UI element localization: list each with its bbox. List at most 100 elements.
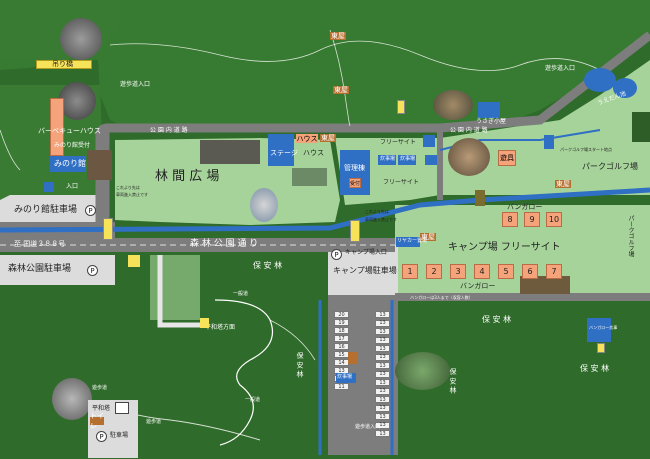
bungalow-6[interactable]: 6 <box>522 264 538 279</box>
monument-photo <box>250 188 278 222</box>
camp-slot-right[interactable]: 13 <box>375 362 390 369</box>
hoanrin-2: 保 安 林 <box>296 352 304 378</box>
azumaya-5: 東屋 <box>420 233 436 241</box>
camp-photo <box>395 352 450 390</box>
shinrin-koen-dori <box>0 238 395 252</box>
bbq-photo <box>58 82 96 120</box>
parking-icon-shinrin: P <box>87 265 98 276</box>
toilet-icon-center <box>423 135 435 147</box>
bungalow-10[interactable]: 10 <box>546 212 562 227</box>
kore-yori-4: 車両進入禁止です <box>365 217 397 222</box>
toilet-icon-camp <box>348 352 357 364</box>
camp-slot-right[interactable]: 13 <box>375 421 390 429</box>
suisha-label: 炊事場 <box>380 156 396 162</box>
gate-marker-right <box>597 343 605 353</box>
camp-slot-right[interactable]: 13 <box>375 336 390 344</box>
minori-kan-bldg <box>50 156 86 172</box>
heiwato-hoho-label: 平和塔方面 <box>205 324 236 331</box>
river <box>0 187 650 233</box>
riyaka-label: リヤカー置場 <box>397 238 428 244</box>
camp-slot-right[interactable]: 13 <box>375 396 390 403</box>
tsuribashi-sign <box>36 60 92 69</box>
heiwato-photo <box>52 378 92 420</box>
minori-parking-label: みのり館駐車場 <box>14 205 78 215</box>
bungalow-5[interactable]: 5 <box>498 264 514 279</box>
bungalow-8[interactable]: 8 <box>502 212 518 227</box>
bungalow-4[interactable]: 4 <box>474 264 490 279</box>
parking-icon-heiwato: P <box>96 431 107 442</box>
suisha-camp-label: 炊事場 <box>337 374 353 380</box>
bungalow-9[interactable]: 9 <box>524 212 540 227</box>
toilet-marker-road <box>128 255 140 267</box>
camp-free-site-label: キャンプ場 フリーサイト <box>448 242 561 253</box>
ichidomichi-2: 一般道 <box>245 397 261 403</box>
camp-slot-right[interactable]: 13 <box>375 319 390 327</box>
bungalow-7[interactable]: 7 <box>546 264 562 279</box>
suisha-label-2: 炊事場 <box>400 156 416 162</box>
playground-photo <box>448 138 490 176</box>
heiwato-icon <box>115 402 129 414</box>
minori-parking-area <box>0 195 100 222</box>
camp-slot-left[interactable]: 18 <box>334 327 349 334</box>
bungalow-3[interactable]: 3 <box>450 264 466 279</box>
yuhodo-1: 遊歩道 <box>92 385 108 391</box>
camp-slot-left[interactable]: 15 <box>334 351 349 358</box>
camp-slot-left[interactable]: 11 <box>334 383 349 390</box>
camp-slot-right[interactable]: 13 <box>375 311 390 318</box>
kanri-to-bldg <box>340 150 370 195</box>
chushajo-label: 駐車場 <box>110 432 129 439</box>
usagi-koya-label: うさぎ小屋 <box>476 118 507 125</box>
yuhodo-iriguchi-right: 遊歩道入口 <box>545 65 576 72</box>
camp-slot-left[interactable]: 17 <box>334 335 349 342</box>
ichidomichi-1: 一般道 <box>233 291 249 297</box>
suisha-box-2 <box>398 155 416 165</box>
camp-slot-right[interactable]: 13 <box>375 370 390 378</box>
camp-slot-left[interactable]: 19 <box>334 319 349 326</box>
suisha-camp-box <box>336 373 356 383</box>
arrow-heiwato <box>200 318 209 328</box>
camp-slot-right[interactable]: 13 <box>375 379 390 386</box>
stage-photo <box>200 140 260 164</box>
bungalow-2[interactable]: 2 <box>426 264 442 279</box>
parking-icon-camp: P <box>331 249 342 260</box>
camp-slot-left[interactable]: 16 <box>334 343 349 350</box>
camp-slot-right[interactable]: 13 <box>375 353 390 361</box>
koen-nai-doro-label-1: 公 園 内 道 路 <box>150 127 188 134</box>
iriguchi-label: 入口 <box>66 183 79 190</box>
camp-slot-right[interactable]: 13 <box>375 404 390 412</box>
kore-yori-3: これより先は <box>365 209 389 214</box>
shinrin-parking-label: 森林公園駐車場 <box>8 264 72 274</box>
bungalow-photo <box>520 276 570 294</box>
yuhodo-iriguchi-top: 遊歩道入口 <box>120 81 151 88</box>
koen-nai-doro-label-2: 公 園 内 道 路 <box>450 127 488 134</box>
uketsuke-box: 受付 <box>349 178 361 188</box>
minori-photo <box>87 150 112 180</box>
riyaka-box <box>396 237 420 247</box>
camp-slot-left[interactable]: 14 <box>334 359 349 366</box>
kanri-to-label: 管理棟 <box>344 164 365 172</box>
bungalow-1[interactable]: 1 <box>402 264 418 279</box>
bungalow-toilet-bldg <box>587 318 611 342</box>
gate-marker-left <box>103 218 113 240</box>
camp-parking-label: キャンプ場駐車場 <box>333 266 397 275</box>
camp-slot-left[interactable]: 20 <box>334 311 349 318</box>
kore-yori-2: 車両進入禁止です <box>116 192 148 197</box>
trail-north <box>109 40 601 72</box>
minori-uketsuke-label: みのり館受付 <box>54 142 91 149</box>
yugu-box: 遊具 <box>498 150 516 166</box>
hoanrin-4: 保 安 林 <box>580 364 610 373</box>
camp-slot-right[interactable]: 13 <box>375 387 390 395</box>
azumaya-2: 東屋 <box>333 86 349 94</box>
yuhodo-2: 遊歩道 <box>146 419 162 425</box>
park-golf-vertical: パークゴルフ場 <box>627 215 634 257</box>
camp-slot-right[interactable]: 13 <box>375 345 390 352</box>
free-site-mid-label: フリーサイト <box>383 179 419 186</box>
heiwato-area <box>88 400 138 458</box>
camp-slot-right[interactable]: 13 <box>375 413 390 420</box>
camp-slot-right[interactable]: 13 <box>375 328 390 335</box>
camp-slot-right[interactable]: 13 <box>375 430 390 437</box>
rabbit-photo <box>433 90 473 120</box>
park-golf-label: パークゴルフ場 <box>582 162 638 171</box>
azumaya-4: 東屋 <box>555 180 571 188</box>
